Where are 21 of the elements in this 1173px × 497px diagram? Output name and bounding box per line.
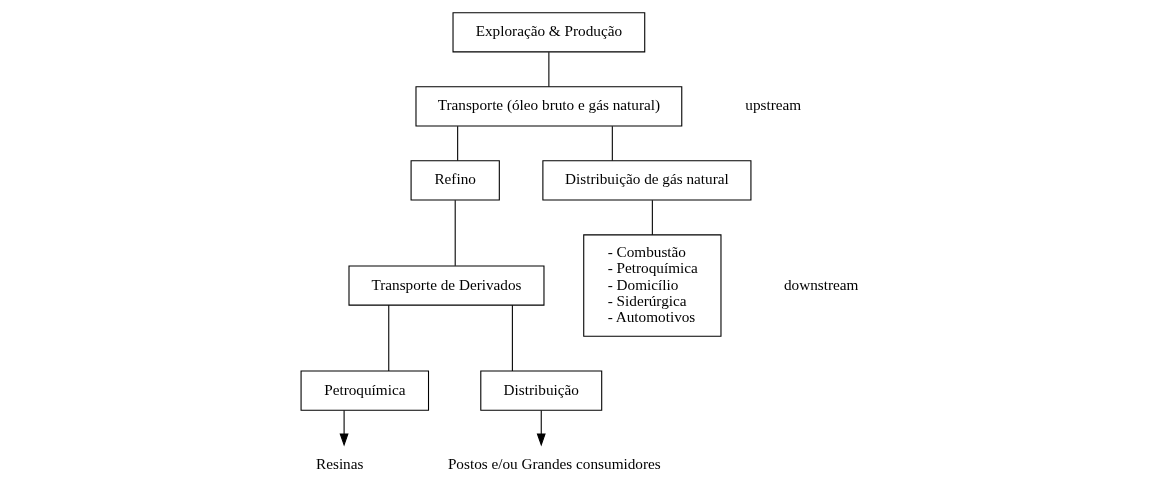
- label: upstream: [744, 96, 801, 114]
- connector: [611, 125, 613, 162]
- node-box: - Combustão - Petroquímica - Domicílio - Siderúrgica - Automotivos: [582, 234, 722, 337]
- arrow: [536, 409, 546, 447]
- connector: [454, 199, 456, 267]
- connector: [387, 304, 389, 372]
- connector: [547, 51, 549, 87]
- node-box: Petroquímica: [300, 370, 429, 411]
- arrow: [339, 409, 349, 447]
- node-box: Transporte de Derivados: [347, 265, 544, 306]
- node-box: Distribuição de gás natural: [541, 160, 751, 201]
- connector: [651, 199, 653, 236]
- label: downstream: [783, 275, 858, 293]
- node-box: Exploração & Produção: [451, 12, 645, 53]
- connector: [511, 304, 513, 372]
- node-box: Transporte (óleo bruto e gás natural): [414, 86, 682, 127]
- node-text: Postos e/ou Grandes consumidores: [447, 454, 661, 472]
- node-text: Resinas: [315, 454, 363, 472]
- node-box: Refino: [410, 160, 500, 201]
- node-box: Distribuição: [479, 370, 602, 411]
- connector: [456, 125, 458, 162]
